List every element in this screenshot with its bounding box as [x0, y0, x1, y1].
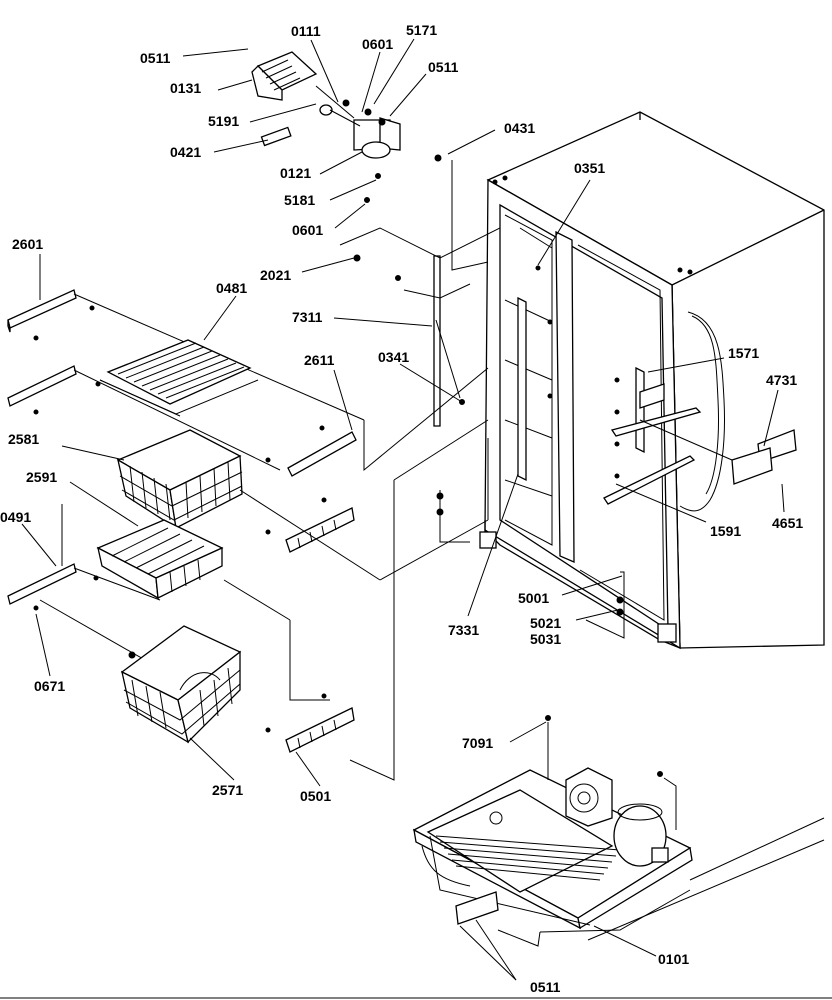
slide-rail-left-2: [7, 365, 281, 471]
label-5181: 5181: [284, 192, 315, 208]
leader-lines: [21, 38, 785, 981]
label-0601-bottom: 0601: [292, 222, 323, 238]
label-5021: 5021: [530, 615, 561, 631]
label-0121: 0121: [280, 165, 311, 181]
label-0671: 0671: [34, 678, 65, 694]
label-0601-top: 0601: [362, 36, 393, 52]
label-1571: 1571: [728, 345, 759, 361]
label-2571: 2571: [212, 782, 243, 798]
label-7091: 7091: [462, 735, 493, 751]
label-0511-top: 0511: [140, 50, 171, 66]
label-2581: 2581: [8, 431, 39, 447]
compressor-base-assembly: [412, 715, 825, 947]
label-4651: 4651: [772, 515, 803, 531]
label-7331: 7331: [448, 622, 479, 638]
label-5031: 5031: [530, 631, 561, 647]
slide-rail-0491: [7, 504, 181, 681]
label-0501: 0501: [300, 788, 331, 804]
label-4731: 4731: [766, 372, 797, 388]
strip-7311: [433, 255, 441, 427]
slide-rail-right-2: [239, 489, 381, 581]
basket-2571: [120, 625, 242, 744]
label-2611: 2611: [304, 352, 335, 368]
label-0101: 0101: [658, 951, 689, 967]
slide-rail-0501: [223, 579, 355, 753]
basket-2581: [116, 429, 243, 530]
label-0491: 0491: [0, 509, 31, 525]
label-2021: 2021: [260, 267, 291, 283]
refrigerator-cabinet: [479, 111, 825, 650]
label-5171: 5171: [406, 22, 437, 38]
slide-rail-2611: [265, 425, 357, 477]
label-7311: 7311: [292, 309, 323, 325]
evaporator-fan-assembly: [251, 51, 442, 203]
label-2591: 2591: [26, 469, 57, 485]
label-0431: 0431: [504, 120, 535, 136]
shelf-support-1571: [603, 366, 702, 505]
label-1591: 1591: [710, 523, 741, 539]
label-0511-mid: 0511: [428, 59, 459, 75]
label-0421: 0421: [170, 144, 201, 160]
label-0511-bottom: 0511: [530, 979, 561, 995]
label-0341: 0341: [378, 349, 409, 365]
basket-2591: [96, 519, 224, 600]
label-5001: 5001: [518, 590, 549, 606]
label-5191: 5191: [208, 113, 239, 129]
label-0111: 0111: [291, 23, 321, 39]
wire-shelf-0481: [99, 339, 259, 417]
cover-4731: [639, 419, 797, 485]
label-2601: 2601: [12, 236, 43, 252]
label-0131: 0131: [170, 80, 201, 96]
label-0351: 0351: [574, 160, 605, 176]
label-0481: 0481: [216, 280, 247, 296]
part-labels: 0511 0111 0601 5171 0511 0131 5191 0421 …: [0, 22, 803, 995]
